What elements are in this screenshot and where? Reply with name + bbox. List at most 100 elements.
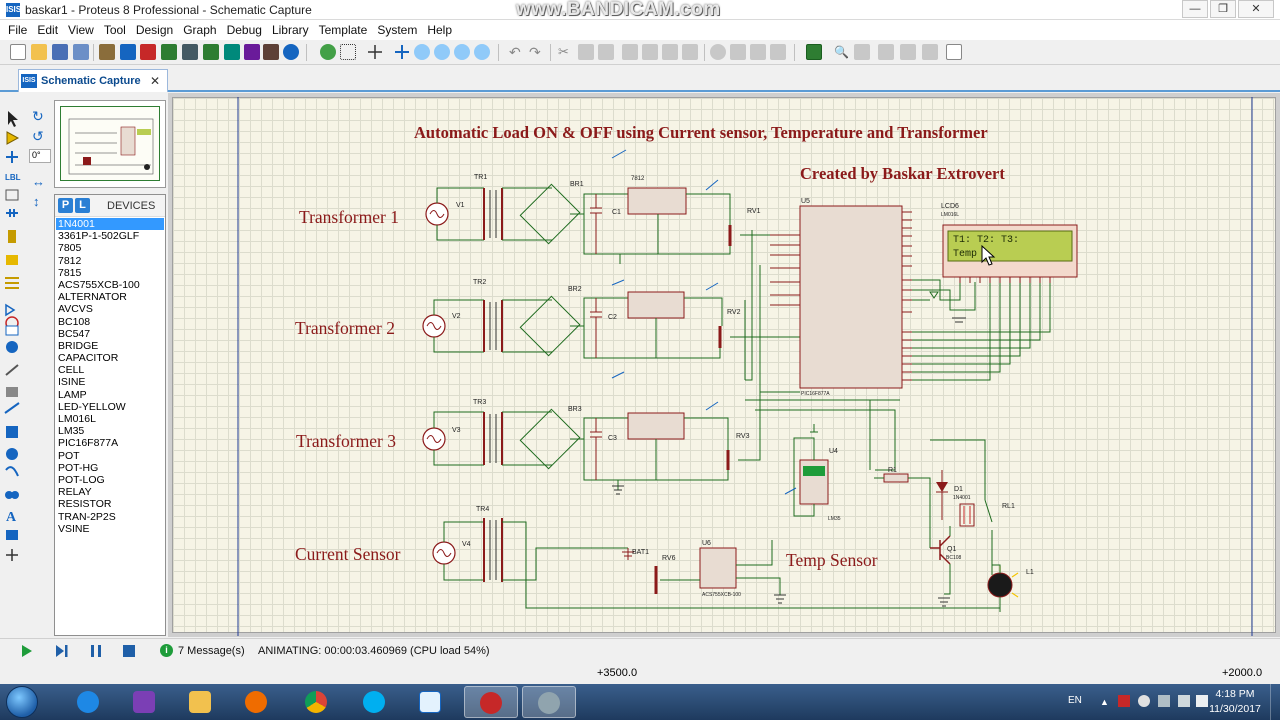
schematic-sheet[interactable] xyxy=(172,97,1276,633)
wire-autorouter-icon[interactable] xyxy=(806,44,822,60)
search-icon[interactable]: 🔍 xyxy=(834,45,849,59)
make-device-icon[interactable] xyxy=(730,44,746,60)
device-item[interactable]: BRIDGE xyxy=(58,339,99,352)
block-rotate-icon[interactable] xyxy=(662,44,678,60)
device-item[interactable]: CAPACITOR xyxy=(58,352,119,365)
device-item[interactable]: LED-YELLOW xyxy=(58,400,126,413)
library-manager-button[interactable]: L xyxy=(75,198,90,213)
stop-icon[interactable] xyxy=(122,644,136,658)
bridge-br1[interactable] xyxy=(519,183,581,245)
source-code-icon[interactable] xyxy=(224,44,240,60)
taskbar-skype[interactable] xyxy=(348,686,402,718)
messages-count[interactable]: 7 Message(s) xyxy=(178,645,245,657)
schematic-canvas[interactable]: Automatic Load ON & OFF using Current se… xyxy=(168,93,1280,637)
new-file-icon[interactable] xyxy=(10,44,26,60)
battery-bat1[interactable] xyxy=(622,548,634,560)
zoom-in-icon[interactable] xyxy=(414,44,430,60)
transformer-tr2[interactable] xyxy=(483,300,503,352)
netlist-icon[interactable] xyxy=(946,44,962,60)
play-icon[interactable] xyxy=(20,644,34,658)
import-icon[interactable] xyxy=(73,44,89,60)
battery-icon[interactable] xyxy=(1178,695,1190,707)
device-item-selected[interactable]: 1N4001 xyxy=(56,218,164,231)
device-item[interactable]: TRAN-2P2S xyxy=(58,510,116,523)
resistor-r1[interactable] xyxy=(883,473,909,483)
property-assignment-icon[interactable] xyxy=(854,44,870,60)
mirror-vertical-icon[interactable]: ↕ xyxy=(33,194,40,209)
pick-devices-button[interactable]: P xyxy=(58,198,73,213)
menu-system[interactable]: System xyxy=(377,23,418,37)
device-item[interactable]: POT-LOG xyxy=(58,473,105,486)
taskbar-chrome[interactable] xyxy=(290,686,344,718)
menu-tool[interactable]: Tool xyxy=(103,23,126,37)
rotate-anticlockwise-icon[interactable]: ↺ xyxy=(32,128,44,144)
goto-sheet-icon[interactable] xyxy=(922,44,938,60)
overview-window[interactable] xyxy=(54,100,166,188)
home-icon[interactable] xyxy=(99,44,115,60)
lamp-l1[interactable] xyxy=(987,572,1013,598)
device-item[interactable]: POT xyxy=(58,449,80,462)
schematic-icon[interactable] xyxy=(120,44,136,60)
origin-icon[interactable] xyxy=(367,44,383,60)
device-item[interactable]: ACS755XCB-100 xyxy=(58,278,140,291)
zoom-all-icon[interactable] xyxy=(454,44,470,60)
regulator-7812-3[interactable] xyxy=(627,412,685,440)
settings-icon[interactable] xyxy=(263,44,279,60)
language-indicator[interactable]: EN xyxy=(1068,695,1082,706)
bandicam-tray-icon[interactable] xyxy=(1138,695,1150,707)
capacitor-c3[interactable] xyxy=(590,418,602,480)
start-button[interactable] xyxy=(6,686,38,718)
close-tab-icon[interactable]: ✕ xyxy=(150,74,161,88)
close-button[interactable]: ✕ xyxy=(1238,0,1274,18)
package-tool-icon[interactable] xyxy=(750,44,766,60)
device-item[interactable]: 7805 xyxy=(58,242,82,255)
device-item[interactable]: BC547 xyxy=(58,327,91,340)
block-delete-icon[interactable] xyxy=(682,44,698,60)
rotation-field[interactable]: 0° xyxy=(29,149,51,163)
mirror-horizontal-icon[interactable]: ↔ xyxy=(32,174,45,189)
menu-view[interactable]: View xyxy=(68,23,94,37)
bom-icon[interactable] xyxy=(203,44,219,60)
zoom-area-icon[interactable] xyxy=(474,44,490,60)
block-copy-icon[interactable] xyxy=(622,44,638,60)
zoom-out-icon[interactable] xyxy=(434,44,450,60)
3d-view-icon[interactable] xyxy=(182,44,198,60)
remove-sheet-icon[interactable] xyxy=(900,44,916,60)
device-item[interactable]: PIC16F877A xyxy=(58,437,119,450)
decompose-icon[interactable] xyxy=(770,44,786,60)
capacitor-c2[interactable] xyxy=(590,298,602,358)
visual-designer-icon[interactable] xyxy=(244,44,260,60)
refresh-icon[interactable] xyxy=(320,44,336,60)
pick-device-icon[interactable] xyxy=(710,44,726,60)
undo-icon[interactable]: ↶ xyxy=(509,44,521,60)
taskbar-file-explorer[interactable] xyxy=(174,686,228,718)
redo-icon[interactable]: ↷ xyxy=(529,44,541,60)
rotate-clockwise-icon[interactable]: ↻ xyxy=(32,108,44,124)
pause-icon[interactable] xyxy=(89,644,103,658)
grid-icon[interactable] xyxy=(340,44,356,60)
transformer-tr4[interactable] xyxy=(483,518,503,582)
gerber-icon[interactable] xyxy=(161,44,177,60)
menu-design[interactable]: Design xyxy=(135,23,174,37)
action-center-icon[interactable] xyxy=(1118,695,1130,707)
relay-rl1[interactable] xyxy=(959,503,975,527)
device-item[interactable]: ISINE xyxy=(58,376,86,389)
taskbar-internet-explorer[interactable] xyxy=(62,686,116,718)
help-icon[interactable] xyxy=(283,44,299,60)
regulator-7812-2[interactable] xyxy=(627,291,685,319)
pan-icon[interactable] xyxy=(394,44,410,60)
show-hidden-icons-icon[interactable]: ▲ xyxy=(1100,697,1109,707)
step-icon[interactable] xyxy=(55,644,69,658)
device-item[interactable]: LAMP xyxy=(58,388,87,401)
device-item[interactable]: RELAY xyxy=(58,486,92,499)
bridge-br2[interactable] xyxy=(519,295,581,357)
menu-file[interactable]: File xyxy=(8,23,28,37)
regulator-7812-1[interactable] xyxy=(627,187,687,215)
messages-icon[interactable]: i xyxy=(160,644,173,657)
taskbar-bandicam[interactable] xyxy=(464,686,518,718)
menu-edit[interactable]: Edit xyxy=(37,23,59,37)
device-item[interactable]: 7815 xyxy=(58,266,82,279)
transistor-q1[interactable] xyxy=(930,535,951,565)
taskbar-proteus[interactable] xyxy=(522,686,576,718)
new-sheet-icon[interactable] xyxy=(878,44,894,60)
